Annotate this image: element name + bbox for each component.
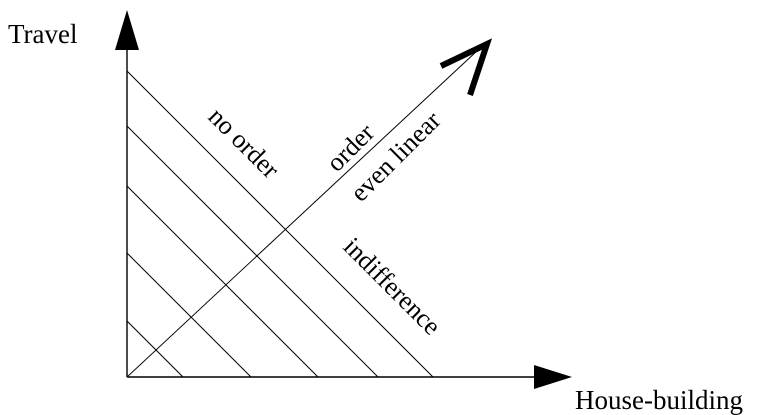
indifference-line-3: [126, 185, 319, 378]
indifference-line-1: [126, 320, 184, 378]
axes: [115, 10, 572, 389]
indifference-label: indifference: [338, 232, 447, 341]
indifference-line-2: [126, 252, 252, 378]
x-axis-title: House-building: [575, 385, 743, 415]
y-axis-arrowhead: [115, 10, 139, 50]
y-axis-title: Travel: [8, 19, 78, 49]
order-direction: [126, 38, 493, 378]
no-order-label: no order: [203, 102, 286, 185]
order-diagonal-line: [126, 49, 479, 378]
x-axis-arrowhead: [534, 365, 572, 389]
indifference-line-5: [126, 70, 434, 378]
indifference-line-4: [126, 125, 379, 378]
indifference-lines: [126, 70, 434, 378]
order-diagonal-arrowhead: [439, 38, 493, 96]
